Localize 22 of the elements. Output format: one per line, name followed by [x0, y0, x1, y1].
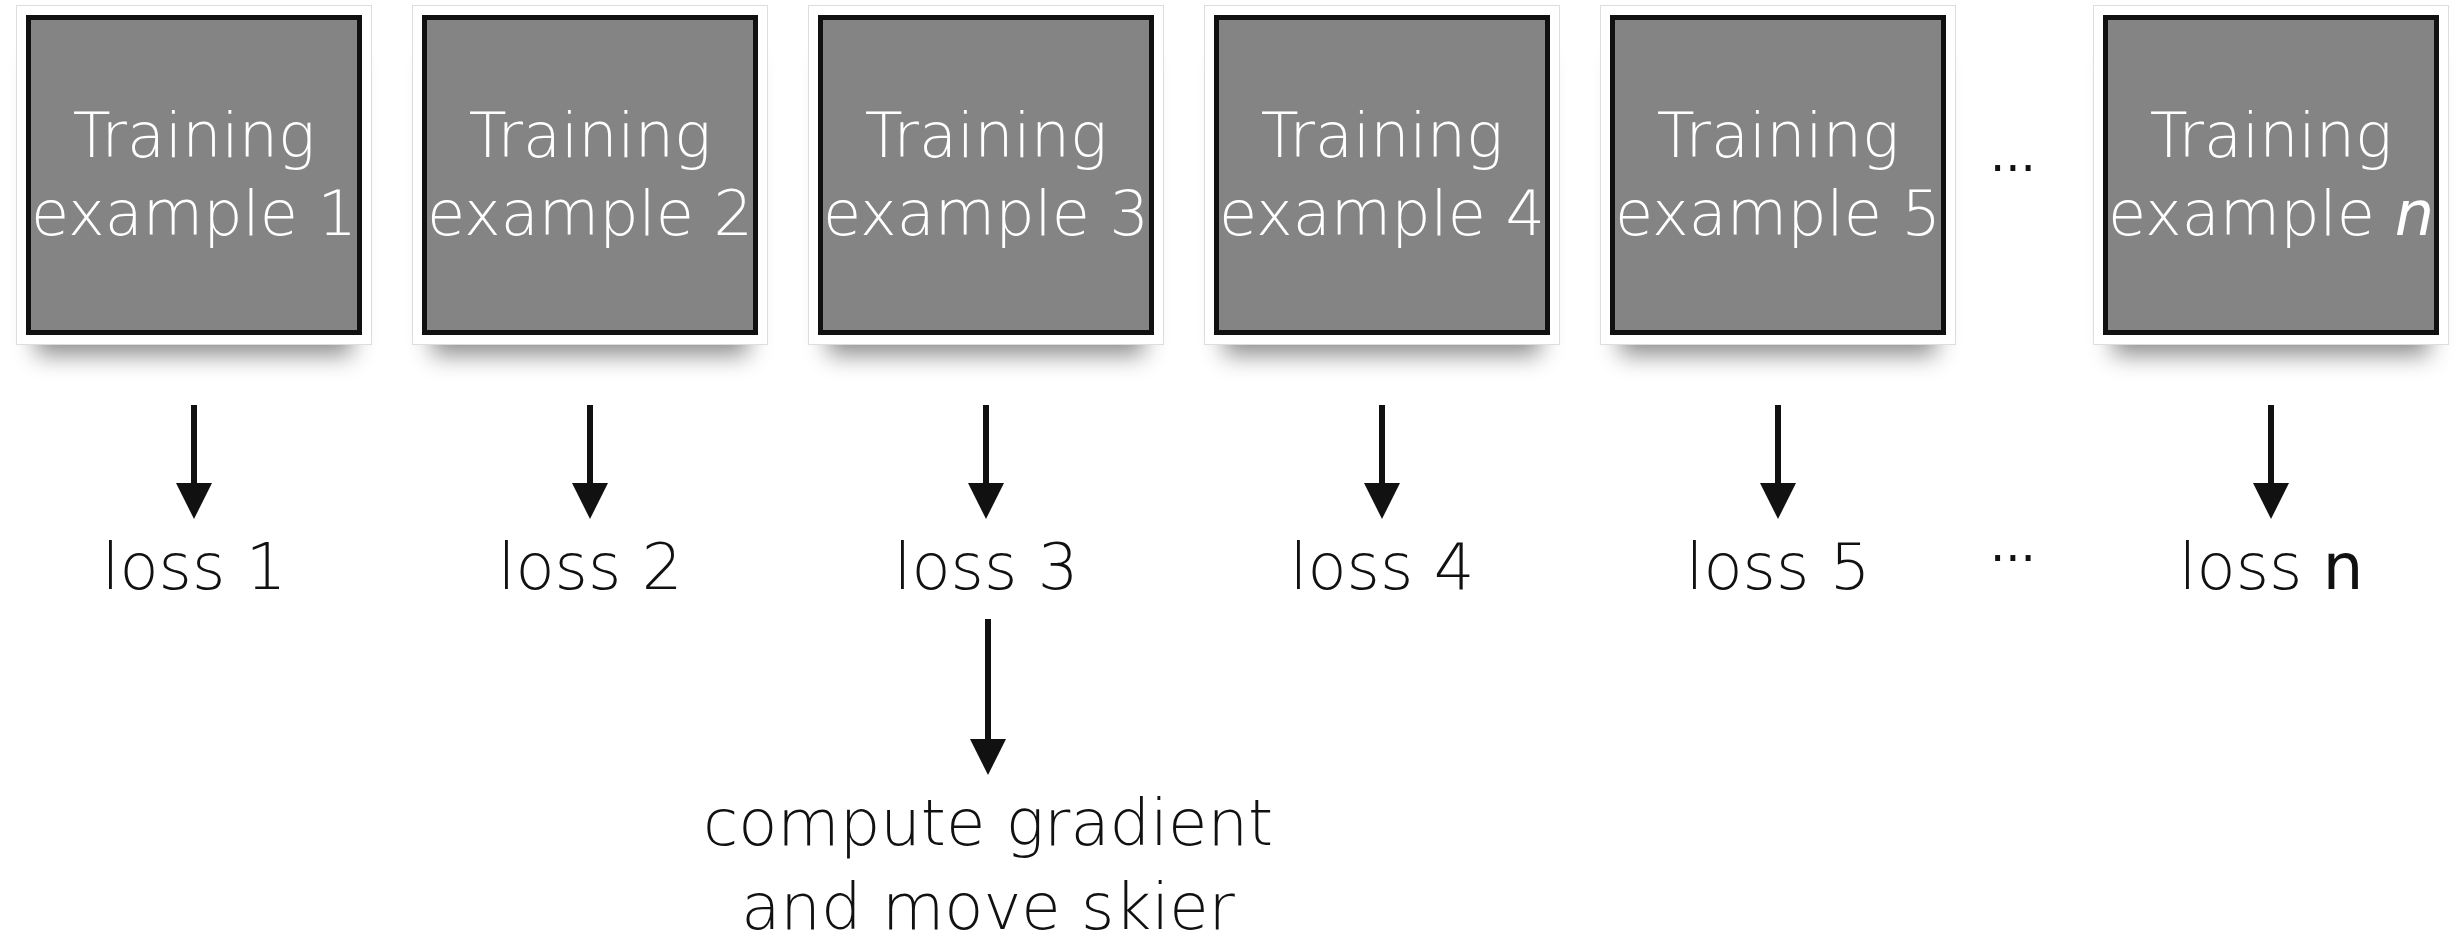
step-text: loss 5 — [1685, 529, 1871, 606]
arrow — [968, 405, 1004, 519]
card-label: Training example 5 — [1615, 98, 1941, 252]
step-text: loss 2 — [497, 529, 683, 606]
arrow — [1364, 405, 1400, 519]
card-label: Training example 2 — [427, 98, 753, 252]
card-label: Training example 3 — [823, 98, 1149, 252]
step-text: loss 4 — [1289, 529, 1475, 606]
ellipsis: ··· — [1990, 140, 2036, 196]
step-text: loss 1 — [101, 529, 287, 606]
arrow — [1760, 405, 1796, 519]
card-label: Training example n — [2108, 98, 2434, 252]
ellipsis: ··· — [1990, 530, 2036, 586]
arrow — [572, 405, 608, 519]
arrow — [970, 619, 1006, 775]
step-text: compute gradient and move skier — [701, 785, 1275, 940]
arrow — [2253, 405, 2289, 519]
step-text: loss n — [2178, 529, 2364, 606]
step-text: loss 3 — [893, 529, 1079, 606]
card-label: Training example 4 — [1219, 98, 1545, 252]
card-label: Training example 1 — [31, 98, 357, 252]
arrow — [176, 405, 212, 519]
